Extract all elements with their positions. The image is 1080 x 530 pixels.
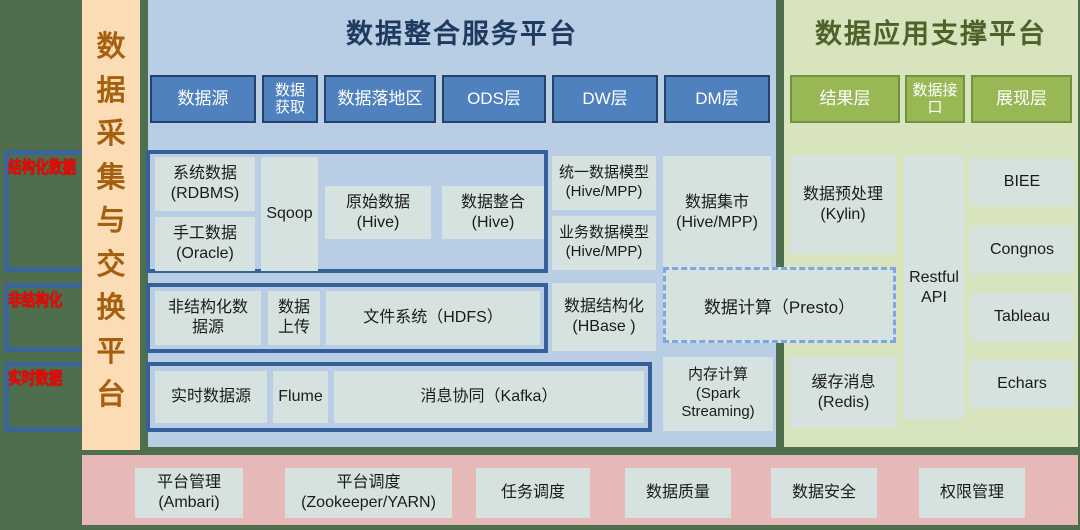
box-permission-mgmt: 权限管理	[919, 468, 1025, 518]
box-realtime-source: 实时数据源	[155, 371, 267, 423]
box-system-data-rdbms: 系统数据 (RDBMS)	[155, 157, 255, 211]
box-data-merge-hive: 数据整合 (Hive)	[442, 186, 544, 239]
box-kafka: 消息协同（Kafka）	[334, 371, 644, 423]
box-unified-data-model: 统一数据模型 (Hive/MPP)	[552, 156, 656, 210]
application-platform-title: 数据应用支撑平台	[815, 19, 1047, 49]
box-tableau: Tableau	[970, 293, 1074, 341]
box-memory-compute-spark: 内存计算 (Spark Streaming)	[663, 357, 773, 431]
layer-data-interface: 数据接 口	[905, 75, 965, 123]
box-raw-data-hive: 原始数据 (Hive)	[325, 186, 431, 239]
layer-dm: DM层	[664, 75, 770, 123]
box-platform-scheduling-zookeeper-yarn: 平台调度 (Zookeeper/YARN)	[285, 468, 452, 518]
box-biee: BIEE	[970, 158, 1074, 206]
box-data-security: 数据安全	[771, 468, 877, 518]
box-data-structuring-hbase: 数据结构化 (HBase )	[552, 283, 656, 351]
box-task-scheduling: 任务调度	[476, 468, 590, 518]
box-data-upload: 数据 上传	[268, 291, 320, 345]
structured-data-container	[146, 150, 548, 273]
box-unstructured-source: 非结构化数 据源	[155, 291, 261, 345]
label-unstructured-data: 非结构化	[8, 291, 63, 310]
box-platform-mgmt-ambari: 平台管理 (Ambari)	[135, 468, 243, 518]
layer-data-acquisition: 数据 获取	[262, 75, 318, 123]
integration-platform-title: 数据整合服务平台	[346, 19, 578, 49]
box-preprocess-kylin: 数据预处理 (Kylin)	[790, 156, 896, 254]
collection-exchange-platform-bar: 数据采集与交换平台	[82, 0, 140, 450]
layer-data-source: 数据源	[150, 75, 256, 123]
label-realtime-data: 实时数据	[8, 369, 63, 388]
box-data-mart: 数据集市 (Hive/MPP)	[663, 156, 771, 269]
box-flume: Flume	[273, 371, 328, 423]
label-structured-data: 结构化数据	[8, 158, 76, 177]
box-cache-redis: 缓存消息 (Redis)	[790, 357, 897, 428]
layer-data-landing: 数据落地区	[324, 75, 436, 123]
layer-presentation: 展现层	[971, 75, 1072, 123]
collection-exchange-platform-title: 数据采集与交换平台	[96, 31, 126, 411]
layer-dw: DW层	[552, 75, 658, 123]
layer-result: 结果层	[790, 75, 900, 123]
box-congnos: Congnos	[970, 226, 1074, 274]
box-business-data-model: 业务数据模型 (Hive/MPP)	[552, 216, 656, 270]
box-sqoop: Sqoop	[261, 157, 318, 271]
realtime-data-container	[146, 362, 652, 432]
box-manual-data-oracle: 手工数据 (Oracle)	[155, 217, 255, 271]
box-hdfs: 文件系统（HDFS）	[326, 291, 540, 345]
box-restful-api: Restful API	[904, 156, 964, 419]
box-echars: Echars	[970, 360, 1074, 408]
box-data-compute-presto: 数据计算（Presto）	[663, 267, 896, 343]
unstructured-data-container	[146, 283, 548, 353]
box-data-quality: 数据质量	[625, 468, 731, 518]
layer-ods: ODS层	[442, 75, 546, 123]
